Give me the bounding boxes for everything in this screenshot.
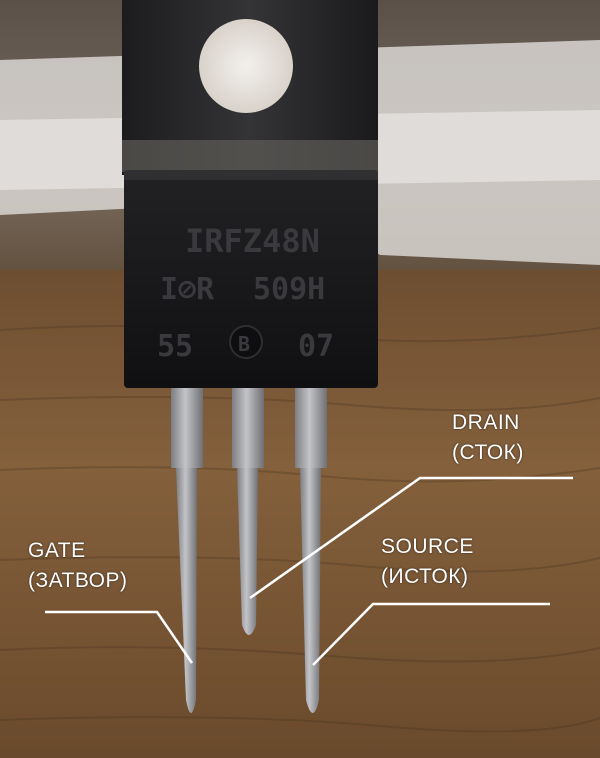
- source-label-translation: (ИСТОК): [381, 565, 469, 588]
- gate-label-translation: (ЗАТВОР): [28, 569, 128, 592]
- drain-label: DRAIN (СТОК): [452, 408, 524, 468]
- marking-logo: I⊘R: [160, 272, 215, 307]
- marking-badge: [229, 325, 263, 359]
- source-leader-line: [312, 602, 550, 666]
- drain-pin: [232, 388, 264, 635]
- source-pin: [295, 388, 327, 713]
- marking-lot-left: 55: [157, 329, 193, 364]
- mounting-hole: [199, 19, 293, 113]
- source-label-name: SOURCE: [381, 535, 474, 558]
- drain-leader-line: [249, 476, 573, 600]
- gate-label-name: GATE: [28, 539, 86, 562]
- source-label: SOURCE (ИСТОК): [381, 532, 474, 592]
- leader-lines: [45, 476, 573, 666]
- marking-lot-right: 07: [298, 329, 334, 364]
- gate-leader-line: [45, 610, 194, 664]
- marking-date-code: 509H: [253, 272, 325, 307]
- marking-part-number: IRFZ48N: [185, 222, 320, 260]
- marking-badge-text: B: [238, 332, 250, 356]
- drain-label-translation: (СТОК): [452, 441, 524, 464]
- drain-label-name: DRAIN: [452, 411, 520, 434]
- gate-label: GATE (ЗАТВОР): [28, 536, 128, 596]
- package-body: [124, 170, 378, 388]
- gate-pin: [171, 388, 203, 713]
